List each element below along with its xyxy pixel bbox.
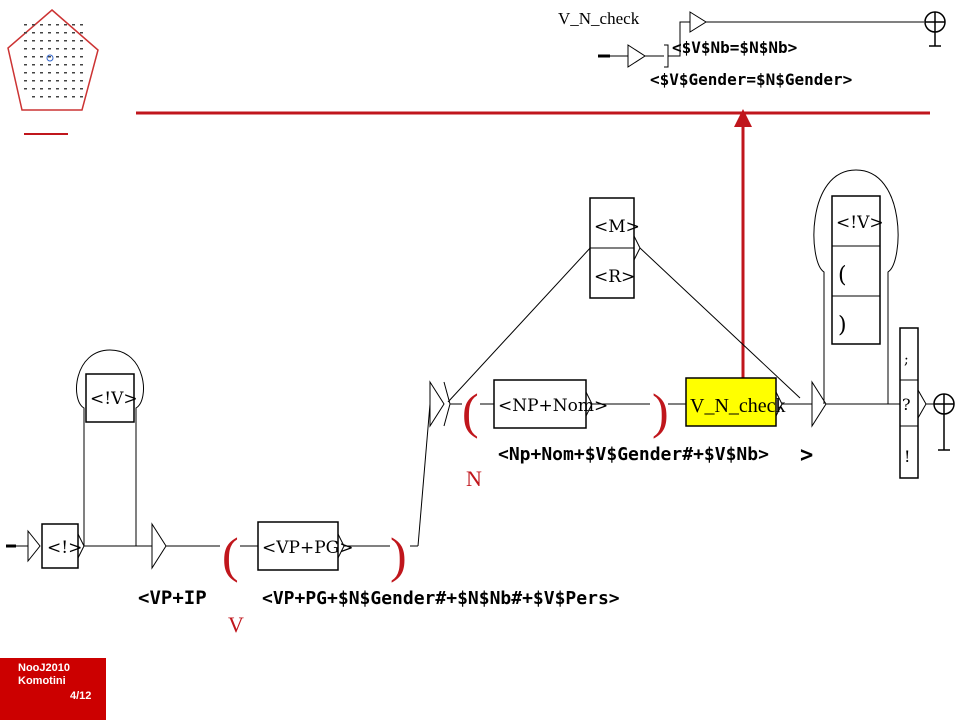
subgraph-v-n-check: V_N_check <$V$Nb=$N$Nb> <$V$Gender=$N$Ge… <box>558 9 946 89</box>
neg-paren-box <box>831 195 881 345</box>
loop-neg-v-2 <box>813 169 899 404</box>
punct-semicolon: ; <box>904 352 909 368</box>
footer-badge: NooJ2010 Komotini 4/12 <box>0 658 106 720</box>
neg-box-1 <box>41 523 79 569</box>
mr-box-m-label: <M> <box>594 217 640 237</box>
v-n-check-box-label: V_N_check <box>690 395 786 417</box>
loop-paren-close: ) <box>838 313 847 338</box>
vp-pg-box-label: <VP+PG> <box>262 538 353 558</box>
np-box-label: <NP+Nom> <box>498 396 608 416</box>
footer-location: Komotini <box>18 675 66 687</box>
loop-neg-v-1 <box>76 349 144 546</box>
np-output: <Np+Nom+$V$Gender#+$V$Nb> <box>498 444 769 465</box>
var-n-label: N <box>466 466 482 491</box>
loop-paren-open: ( <box>838 263 847 288</box>
neg-box-3-label: <!V> <box>836 213 884 233</box>
punct-exclamation: ! <box>904 447 910 466</box>
punct-question: ? <box>902 395 911 414</box>
subgraph-gender-output: <$V$Gender=$N$Gender> <box>650 70 852 89</box>
footer-conference: NooJ2010 <box>18 662 70 674</box>
var-v-open: ( <box>222 527 239 583</box>
main-graph-middle: <M> <R> ( N <NP+Nom> ) <Np+Nom+$V$Gender… <box>429 197 813 491</box>
neg-box-2-label: <!V> <box>90 389 138 409</box>
var-n-close: ) <box>652 383 669 439</box>
v-n-check-box <box>685 377 777 427</box>
thumbnail-pentagon-icon <box>7 9 99 111</box>
subgraph-nb-output: <$V$Nb=$N$Nb> <box>672 38 797 57</box>
var-v-label: V <box>228 612 244 637</box>
np-box <box>493 379 587 429</box>
punct-box <box>899 327 919 479</box>
main-graph-left: <!> <!V> <VP+IP ( V <VP+PG> ) <VP+PG+$N$… <box>6 349 620 637</box>
var-v-close: ) <box>390 527 407 583</box>
footer-page-number: 4/12 <box>70 690 92 702</box>
vp-ip-output: <VP+IP <box>138 587 207 609</box>
neg-box-1-label: <!> <box>47 538 82 558</box>
neg-box-2 <box>85 373 135 423</box>
main-graph-right: <!V> ( ) ; ? ! <box>811 169 955 479</box>
var-n-open: ( <box>462 383 479 439</box>
mr-box-r-label: <R> <box>594 267 635 287</box>
subgraph-title: V_N_check <box>558 9 640 28</box>
vp-pg-output: <VP+PG+$N$Gender#+$N$Nb#+$V$Pers> <box>262 588 620 609</box>
close-bracket: > <box>800 443 813 468</box>
vp-pg-box <box>257 521 339 571</box>
